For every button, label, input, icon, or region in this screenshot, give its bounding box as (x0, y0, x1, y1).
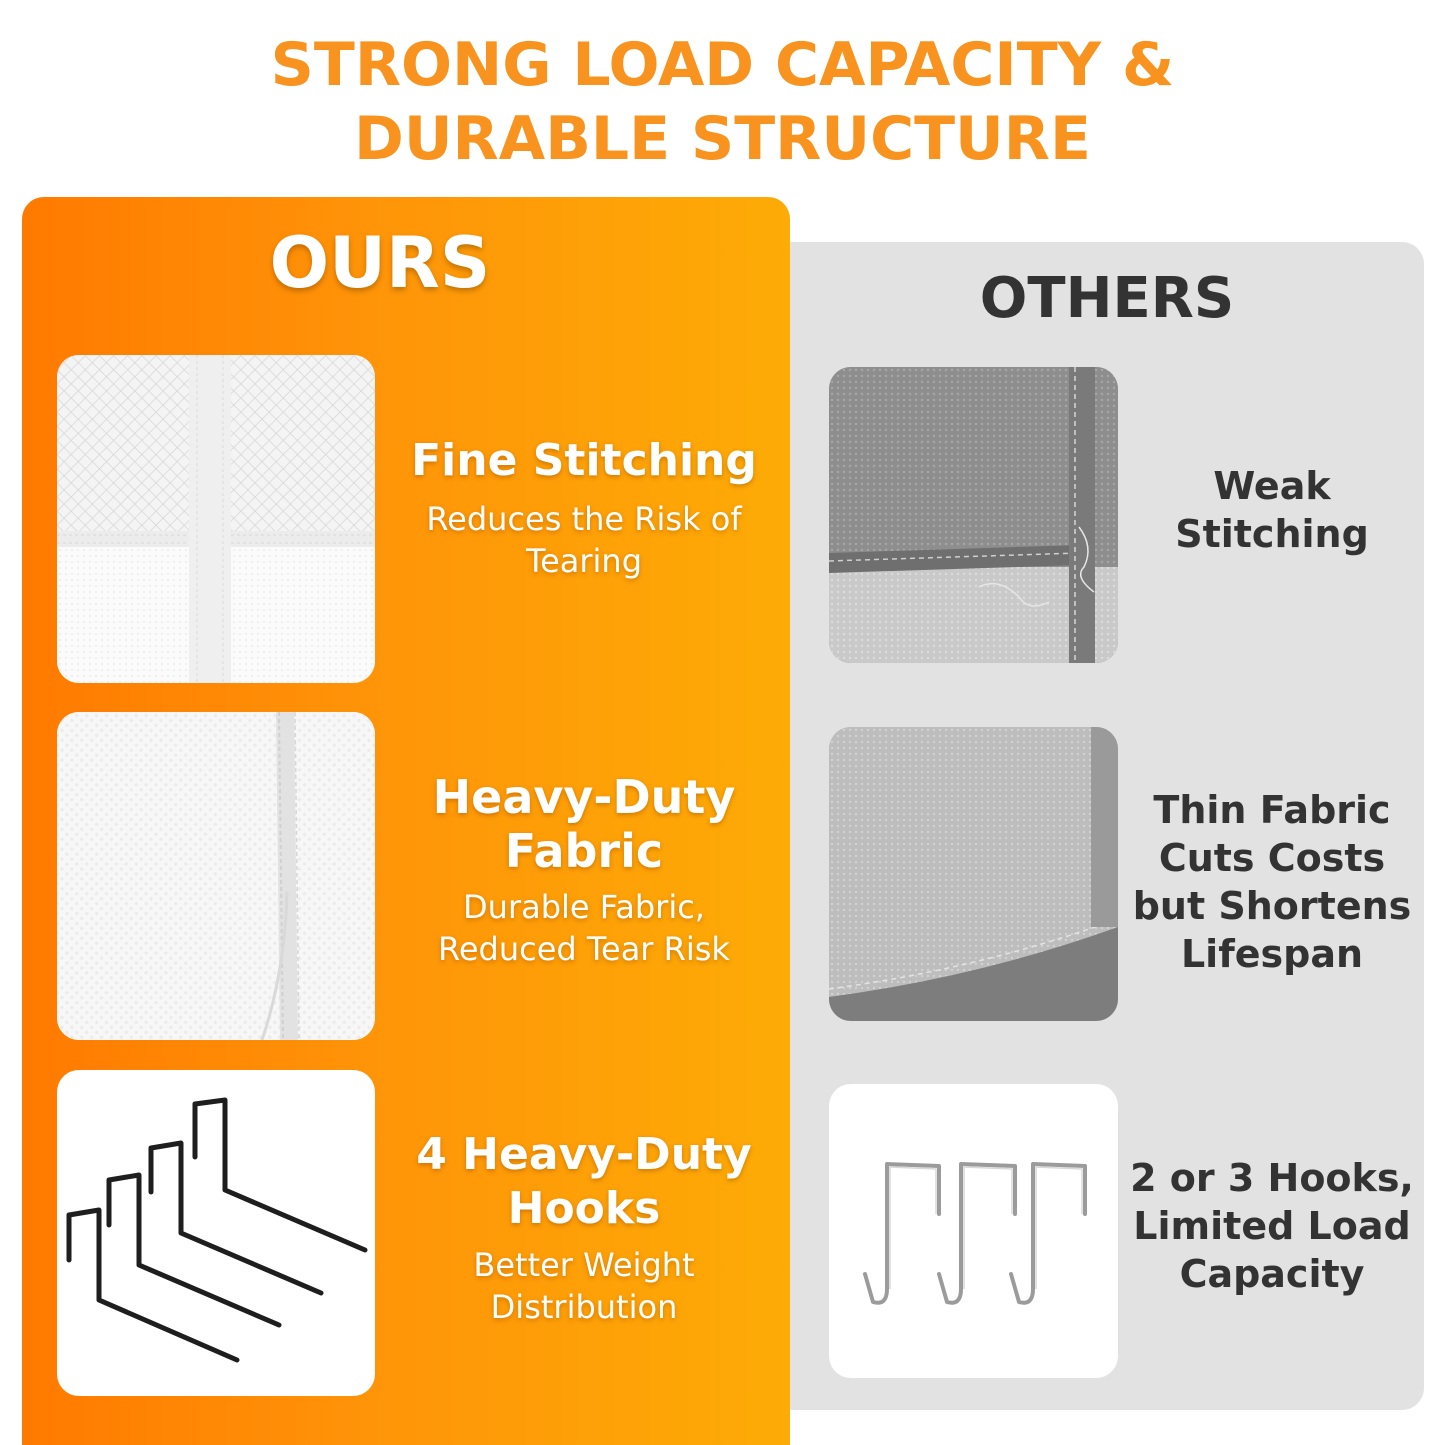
fine-stitching-heading: Fine Stitching (411, 435, 757, 486)
thin-fabric-photo (829, 727, 1118, 1021)
fine-stitching-text: Fine Stitching Reduces the Risk of Teari… (394, 434, 774, 582)
headline-line-2: DURABLE STRUCTURE (354, 104, 1091, 174)
headline-line-1: STRONG LOAD CAPACITY & (270, 30, 1175, 100)
weak-stitching-photo (829, 367, 1118, 663)
four-hooks-heading: 4 Heavy-Duty Hooks (416, 1129, 752, 1234)
heavy-duty-fabric-heading: Heavy-Duty Fabric (432, 770, 736, 878)
four-hooks-text: 4 Heavy-Duty Hooks Better Weight Distrib… (394, 1128, 774, 1328)
thin-fabric-text: Thin Fabric Cuts Costs but Shortens Life… (1132, 788, 1412, 976)
four-hooks-sub: Better Weight Distribution (473, 1246, 695, 1326)
weak-stitching-text: Weak Stitching (1175, 464, 1369, 556)
four-black-hooks-icon (57, 1070, 375, 1396)
heavy-duty-fabric-sub: Durable Fabric, Reduced Tear Risk (438, 888, 730, 968)
heavy-duty-fabric-text: Heavy-Duty Fabric Durable Fabric, Reduce… (394, 770, 774, 970)
three-silver-hooks-icon (829, 1084, 1118, 1378)
heavy-duty-fabric-photo (57, 712, 375, 1040)
fine-stitching-sub: Reduces the Risk of Tearing (426, 500, 742, 580)
limited-hooks-text: 2 or 3 Hooks, Limited Load Capacity (1130, 1156, 1414, 1296)
ours-title: OURS (269, 222, 491, 304)
fine-stitching-photo (57, 355, 375, 683)
others-title: OTHERS (979, 266, 1235, 331)
headline: STRONG LOAD CAPACITY & DURABLE STRUCTURE (0, 28, 1445, 176)
